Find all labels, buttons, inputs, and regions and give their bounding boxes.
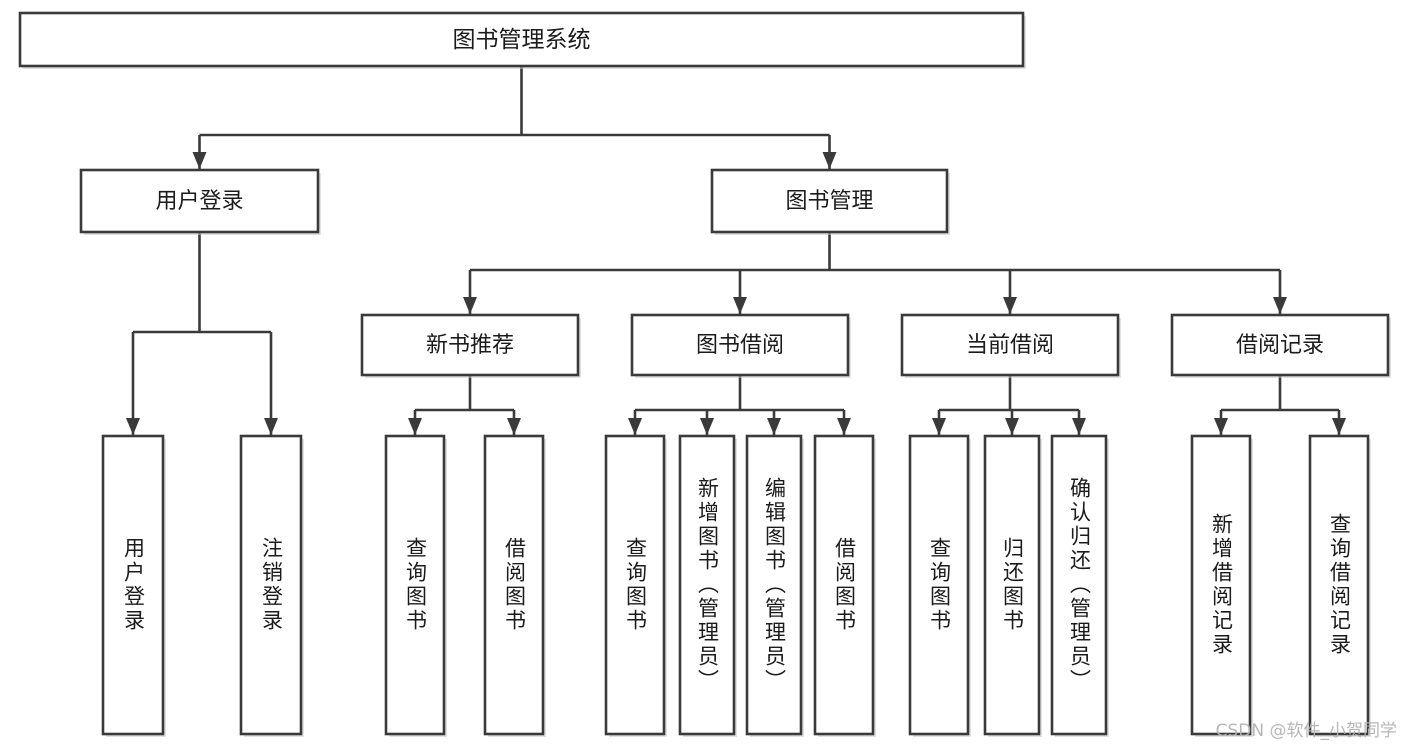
arrow-head-icon (733, 297, 747, 314)
arrow-head-icon (837, 418, 851, 435)
arrow-head-icon (126, 418, 140, 435)
arrow-head-icon (932, 418, 946, 435)
node-box-borrow-record[interactable] (1170, 313, 1390, 377)
node-box-leaf-query-book-3[interactable] (908, 434, 970, 736)
node-box-leaf-add-book-admin[interactable] (678, 434, 736, 736)
node-box-current-borrow[interactable] (900, 313, 1120, 377)
node-box-leaf-user-login[interactable] (101, 434, 165, 736)
arrow-head-icon (1332, 418, 1346, 435)
node-box-leaf-edit-book-admin[interactable] (745, 434, 803, 736)
node-box-leaf-add-borrow-record[interactable] (1190, 434, 1252, 736)
node-box-root[interactable] (18, 11, 1025, 68)
arrow-head-icon (1072, 418, 1086, 435)
node-box-leaf-confirm-return-admin[interactable] (1050, 434, 1108, 736)
node-box-user-login[interactable] (79, 168, 320, 234)
node-box-leaf-query-book-1[interactable] (384, 434, 446, 736)
node-box-leaf-query-borrow-record[interactable] (1308, 434, 1370, 736)
node-box-layer (18, 11, 1391, 737)
arrow-head-icon (507, 418, 521, 435)
node-label-borrow-record: 借阅记录 (1236, 333, 1324, 358)
arrow-head-icon (628, 418, 642, 435)
connector-layer (126, 66, 1346, 435)
arrow-head-icon (822, 152, 837, 169)
arrow-head-icon (192, 152, 207, 169)
node-label-root: 图书管理系统 (453, 27, 591, 53)
arrow-head-icon (700, 418, 714, 435)
node-box-book-manage[interactable] (710, 168, 949, 234)
node-box-leaf-query-book-2[interactable] (604, 434, 666, 736)
node-box-leaf-borrow-book-2[interactable] (813, 434, 875, 736)
arrow-head-icon (463, 297, 477, 314)
arrow-head-icon (1214, 418, 1228, 435)
arrow-head-icon (1003, 297, 1017, 314)
arrow-head-icon (1273, 297, 1287, 314)
node-label-new-book-recommend: 新书推荐 (426, 333, 514, 358)
node-box-new-book-recommend[interactable] (360, 313, 580, 377)
node-box-leaf-return-book[interactable] (983, 434, 1041, 736)
node-label-book-manage: 图书管理 (785, 189, 873, 214)
node-box-leaf-borrow-book-1[interactable] (483, 434, 545, 736)
node-label-current-borrow: 当前借阅 (966, 333, 1054, 358)
node-label-book-borrow: 图书借阅 (696, 333, 784, 358)
node-box-leaf-user-logout[interactable] (239, 434, 303, 736)
arrow-head-icon (1005, 418, 1019, 435)
node-label-user-login: 用户登录 (155, 189, 243, 214)
arrow-head-icon (767, 418, 781, 435)
arrow-head-icon (408, 418, 422, 435)
arrow-head-icon (264, 418, 278, 435)
node-box-book-borrow[interactable] (630, 313, 850, 377)
